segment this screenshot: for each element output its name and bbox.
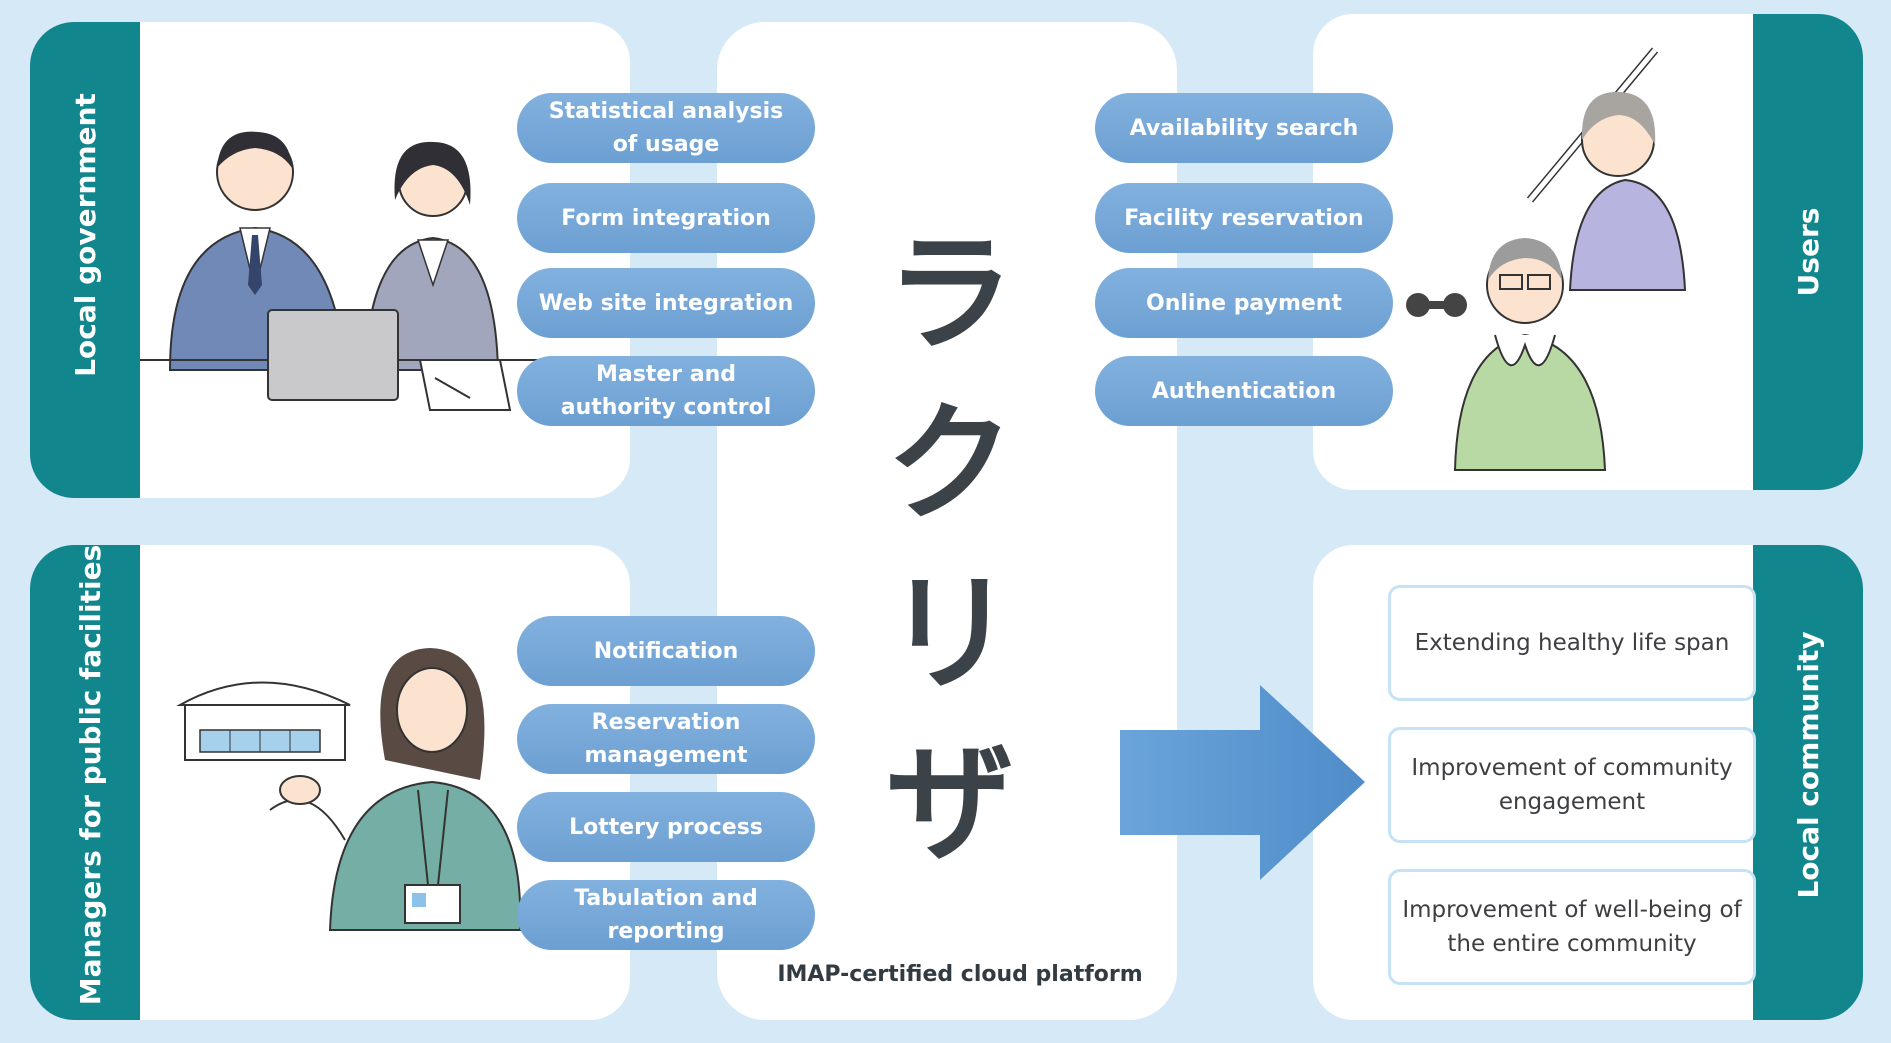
feature-pill-web-site-integration: Web site integration [517, 268, 815, 338]
feature-pill-tabulation-reporting: Tabulation and reporting [517, 880, 815, 950]
office-workers-illustration [140, 131, 560, 411]
feature-pill-availability-search: Availability search [1095, 93, 1393, 163]
users-label: Users [1791, 207, 1825, 297]
outcome-community-engagement: Improvement of community engagement [1388, 727, 1756, 843]
outcome-well-being: Improvement of well-being of the entire … [1388, 869, 1756, 985]
logo-char-ku: ク [885, 390, 1014, 539]
feature-pill-notification: Notification [517, 616, 815, 686]
logo-char-ra: ラ [885, 220, 1014, 369]
managers-label: Managers for public facilities [73, 544, 107, 1006]
local-community-label: Local community [1791, 631, 1825, 899]
feature-pill-reservation-management: Reservation management [517, 704, 815, 774]
outcome-healthy-life-span: Extending healthy life span [1388, 585, 1756, 701]
exercising-users-illustration [1406, 47, 1687, 471]
feature-pill-form-integration: Form integration [517, 183, 815, 253]
feature-pill-facility-reservation: Facility reservation [1095, 183, 1393, 253]
facility-staff-illustration [176, 648, 522, 931]
feature-pill-authentication: Authentication [1095, 356, 1393, 426]
logo-char-za: ザ [885, 730, 1014, 879]
flow-arrow-icon [1120, 685, 1365, 880]
local-government-label: Local government [68, 93, 102, 377]
feature-pill-master-authority: Master and authority control [517, 356, 815, 426]
logo-char-ri: リ [885, 560, 1014, 709]
feature-pill-statistical-analysis: Statistical analysis of usage [517, 93, 815, 163]
feature-pill-online-payment: Online payment [1095, 268, 1393, 338]
feature-pill-lottery-process: Lottery process [517, 792, 815, 862]
platform-caption: IMAP-certified cloud platform [777, 962, 1143, 987]
